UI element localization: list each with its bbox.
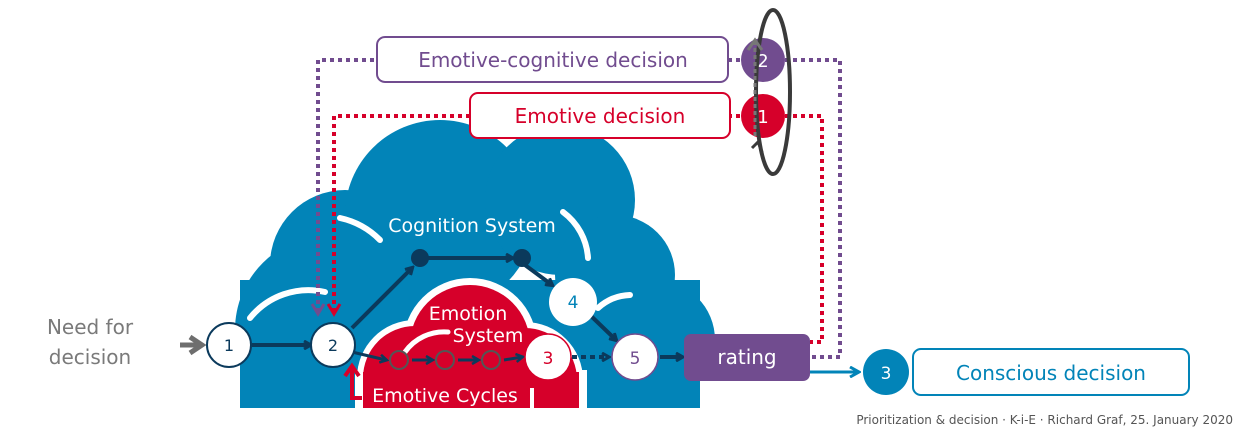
node-5: 5 bbox=[611, 333, 659, 381]
emotive-cycles-label: Emotive Cycles bbox=[372, 385, 518, 407]
node-2: 2 bbox=[310, 322, 356, 368]
rating-label: rating bbox=[717, 345, 776, 369]
emotive-cognitive-feedback-line bbox=[316, 58, 842, 359]
purple-arrowhead bbox=[310, 303, 326, 317]
emotive-cycle-node-3 bbox=[481, 350, 501, 370]
emotive-badge bbox=[741, 94, 785, 138]
emotive-decision-label: Emotive decision bbox=[515, 104, 686, 128]
emotive-cognitive-badge-number: 2 bbox=[757, 51, 768, 72]
emotion-system-title-line1: Emotion bbox=[429, 303, 508, 325]
emotive-decision-box[interactable]: Emotive decision bbox=[469, 92, 731, 139]
input-arrow bbox=[180, 334, 207, 356]
emotive-cognitive-badge bbox=[741, 38, 785, 82]
node-3: 3 bbox=[524, 333, 572, 381]
red-arrowhead bbox=[326, 303, 342, 317]
svg-text:4: 4 bbox=[568, 293, 579, 313]
input-label-line1: Need for bbox=[47, 315, 134, 339]
emotion-system-title-line2: System bbox=[453, 325, 524, 347]
footer-caption: Prioritization & decision · K-i-E · Rich… bbox=[856, 413, 1233, 427]
emotive-cognitive-decision-label: Emotive-cognitive decision bbox=[418, 48, 688, 72]
svg-text:3: 3 bbox=[543, 349, 554, 369]
emotive-badge-number: 1 bbox=[757, 107, 768, 128]
flow-arrows bbox=[252, 258, 682, 360]
rating-box[interactable]: rating bbox=[684, 334, 810, 381]
svg-text:5: 5 bbox=[630, 349, 641, 369]
emotion-cloud bbox=[363, 285, 579, 408]
cognition-system-title: Cognition System bbox=[388, 215, 556, 237]
conscious-decision-box[interactable]: Conscious decision bbox=[912, 348, 1190, 396]
cognition-junction-2 bbox=[513, 249, 531, 267]
cognition-junction-1 bbox=[411, 249, 429, 267]
emotive-cycle-return-arrow bbox=[343, 362, 362, 400]
conscious-decision-label: Conscious decision bbox=[956, 361, 1146, 385]
emotive-cycle-node-2 bbox=[435, 350, 455, 370]
svg-text:1: 1 bbox=[224, 336, 234, 355]
escalation-loop bbox=[746, 8, 792, 176]
input-label-line2: decision bbox=[49, 345, 131, 369]
conscious-badge-number: 3 bbox=[881, 364, 892, 384]
conscious-badge bbox=[863, 349, 909, 395]
svg-text:2: 2 bbox=[328, 336, 338, 355]
node-4: 4 bbox=[549, 278, 597, 326]
emotive-cycle-node-1 bbox=[389, 350, 409, 370]
emotive-cognitive-decision-box[interactable]: Emotive-cognitive decision bbox=[376, 36, 729, 83]
node-1: 1 bbox=[206, 322, 252, 368]
